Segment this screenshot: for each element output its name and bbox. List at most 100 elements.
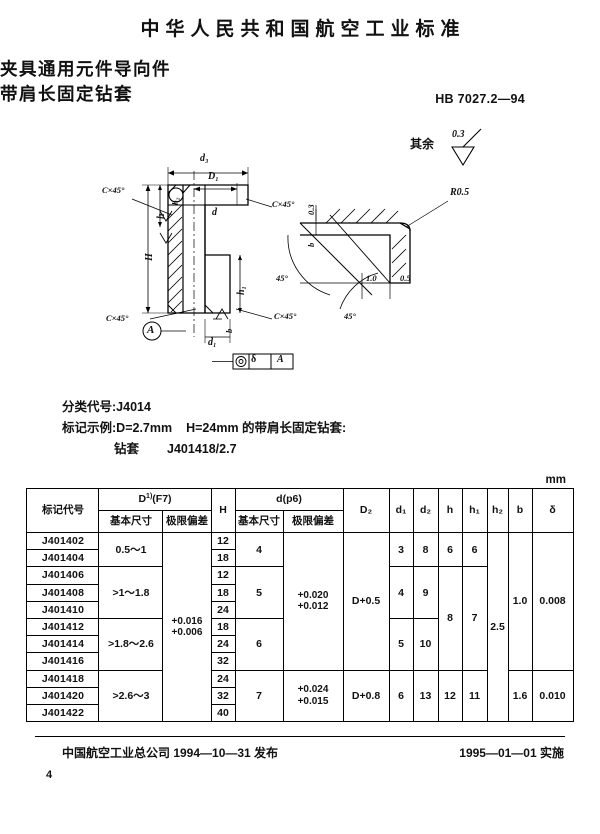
th-h1: h₁ <box>461 488 488 533</box>
marking-D: D=2.7mm <box>116 421 173 435</box>
cell-d2: 9 <box>412 566 439 619</box>
tolerance-datum: A <box>277 354 284 365</box>
cell-d-basic: 5 <box>234 566 284 619</box>
cell-code: J401418 <box>26 669 100 688</box>
cell-h2: 2.5 <box>486 531 509 723</box>
th-D-fit: (F7) <box>152 493 172 506</box>
th-d2: d₂ <box>412 488 439 533</box>
th-code: 标记代号 <box>26 488 100 533</box>
label-chamfer-bottomright: C×45° <box>274 311 297 321</box>
cell-h: 6 <box>437 531 463 568</box>
cell-H: 32 <box>210 652 236 671</box>
marking-product-line: 钻套 J401418/2.7 <box>62 439 600 460</box>
page-footer: 中国航空工业总公司 1994—10—31 发布 1995—01—01 实施 <box>0 744 600 761</box>
label-roughness-detail: 0.3 <box>306 204 316 215</box>
th-D-letter: D <box>138 493 147 506</box>
cell-code: J401412 <box>26 617 100 637</box>
drawing-svg <box>131 128 482 370</box>
cell-D-basic: >1.8～2.6 <box>98 617 164 671</box>
label-dim-0-5: 0.5 <box>400 273 411 283</box>
footer-effective: 1995—01—01 实施 <box>459 746 564 761</box>
classification-label: 分类代号: <box>62 400 117 414</box>
cell-H: 24 <box>210 600 236 619</box>
label-angle-45-bottom: 45° <box>344 311 356 321</box>
cell-D-basic: 0.5～1 <box>98 531 164 568</box>
label-chamfer-topleft: C×45° <box>102 185 125 195</box>
cell-D-limit: +0.016+0.006 <box>162 531 212 723</box>
cell-h: 12 <box>437 669 463 723</box>
marking-code: J401418/2.7 <box>167 442 237 456</box>
cell-delta: 0.008 <box>531 532 574 671</box>
th-h2: h₂ <box>486 488 509 533</box>
cell-code: J401410 <box>26 600 100 619</box>
cell-code: J401420 <box>26 686 100 705</box>
table-row: J401408 18 <box>26 583 573 602</box>
cell-d-limit: +0.020+0.012 <box>282 532 344 671</box>
cell-b: 1.0 <box>507 532 533 671</box>
label-h: h <box>156 213 167 219</box>
cell-d1: 3 <box>388 531 414 568</box>
classification-line: 分类代号:J4014 <box>62 397 600 418</box>
cell-D2: D+0.8 <box>342 669 390 723</box>
cell-d2: 13 <box>412 669 439 723</box>
page-title-line2: 带肩长固定钻套 <box>0 84 133 104</box>
dimension-table: 标记代号 D1)(F7) H d(p6) D₂ d₁ d₂ h h₁ h₂ b … <box>26 488 574 723</box>
th-d-limit: 极限偏差 <box>282 510 344 533</box>
overall-roughness-value: 0.3 <box>452 129 465 140</box>
label-h2: h₂ <box>170 197 180 205</box>
cell-code: J401408 <box>26 583 100 602</box>
page-title-line1: 夹具通用元件导向件 <box>0 59 171 79</box>
label-angle-45-left: 45° <box>276 273 288 283</box>
cell-d-basic: 7 <box>234 669 284 723</box>
cell-H: 32 <box>210 686 236 705</box>
cell-H: 24 <box>210 635 236 654</box>
th-d1: d₁ <box>388 488 414 533</box>
page-number: 4 <box>46 769 53 782</box>
cell-code: J401416 <box>26 652 100 671</box>
th-h: h <box>437 488 463 533</box>
cell-code: J401402 <box>26 531 100 551</box>
label-b: b <box>224 328 234 333</box>
standard-number: HB 7027.2—94 <box>435 92 525 106</box>
cell-d1: 5 <box>388 617 414 671</box>
cell-code: J401406 <box>26 566 100 585</box>
marking-H: H=24mm 的带肩长固定钻套: <box>186 421 347 435</box>
tolerance-value: δ <box>251 354 257 365</box>
cell-code: J401422 <box>26 703 100 723</box>
footer-issuer: 中国航空工业总公司 1994—10—31 发布 <box>62 746 279 761</box>
cell-H: 12 <box>210 531 236 551</box>
marking-label: 标记示例: <box>62 421 117 435</box>
label-b-detail: b <box>306 242 316 247</box>
cell-d1: 6 <box>388 669 414 723</box>
cell-d2: 10 <box>412 617 439 671</box>
cell-H: 24 <box>210 669 236 688</box>
cell-d-limit: +0.024+0.015 <box>282 669 344 723</box>
label-radius: R0.5 <box>450 187 470 198</box>
label-d: d <box>212 207 217 218</box>
technical-drawing: d₃ D₁ d H h h₁ h₂ d₁ b C×45° C×45° C×45°… <box>0 123 600 393</box>
label-d1: d₁ <box>208 337 217 348</box>
th-b: b <box>507 488 533 533</box>
title-block: 夹具通用元件导向件 带肩长固定钻套 HB 7027.2—94 <box>0 57 600 107</box>
cell-delta: 0.010 <box>531 669 574 723</box>
detail-view-caption: 其余 <box>410 137 435 151</box>
label-datum-A: A <box>147 324 155 336</box>
th-D-note: 1) <box>146 493 153 501</box>
cell-H: 18 <box>210 583 236 602</box>
th-delta: δ <box>531 488 574 533</box>
marking-product: 钻套 <box>114 442 140 456</box>
cell-d1: 4 <box>388 566 414 619</box>
cell-d2: 8 <box>412 531 439 568</box>
cell-D-basic: >2.6～3 <box>98 669 164 723</box>
label-d3: d₃ <box>200 153 209 164</box>
marking-example-line: 标记示例:D=2.7mm H=24mm 的带肩长固定钻套: <box>62 418 600 439</box>
cell-h: 8 <box>437 566 463 671</box>
th-D-limit: 极限偏差 <box>162 510 212 533</box>
